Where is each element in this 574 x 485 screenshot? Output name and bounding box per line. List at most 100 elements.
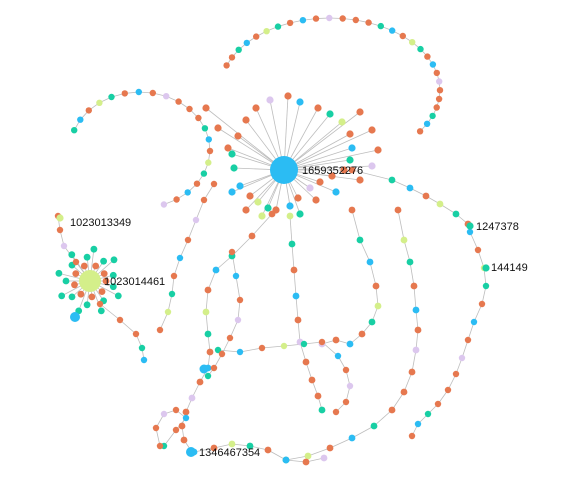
graph-node[interactable] [326,444,334,452]
graph-node[interactable] [312,196,320,204]
graph-node[interactable] [417,45,424,53]
graph-node[interactable] [340,166,348,174]
graph-node[interactable] [356,176,364,184]
graph-node[interactable] [205,136,212,143]
graph-node[interactable] [280,342,288,350]
graph-node[interactable] [243,39,250,47]
graph-node[interactable] [196,378,204,386]
graph-node[interactable] [200,170,208,177]
graph-node[interactable] [299,17,307,24]
node-144149[interactable] [482,264,490,272]
graph-node[interactable] [246,192,254,200]
graph-node[interactable] [96,99,103,107]
graph-node[interactable] [228,248,236,256]
graph-node[interactable] [444,386,452,394]
graph-node[interactable] [429,61,437,68]
graph-node[interactable] [172,426,180,434]
graph-node[interactable] [346,156,354,164]
graph-node[interactable] [282,456,290,464]
graph-node[interactable] [90,245,98,253]
graph-node[interactable] [175,98,182,105]
graph-node[interactable] [138,344,146,352]
graph-node[interactable] [97,307,105,315]
graph-node[interactable] [121,90,128,97]
graph-node[interactable] [234,132,242,140]
graph-node[interactable] [470,318,478,326]
graph-node[interactable] [172,406,180,414]
graph-node[interactable] [224,144,232,152]
graph-node[interactable] [342,398,350,406]
graph-node[interactable] [212,266,220,274]
graph-node[interactable] [236,348,244,356]
graph-node[interactable] [406,184,414,192]
graph-node[interactable] [346,130,354,138]
graph-node[interactable] [400,236,408,244]
graph-node[interactable] [206,348,214,356]
graph-node[interactable] [435,95,443,103]
graph-node[interactable] [210,444,218,452]
graph-node[interactable] [338,118,346,126]
graph-node[interactable] [452,370,460,378]
graph-node[interactable] [318,338,326,346]
graph-node[interactable] [332,336,340,344]
graph-node[interactable] [182,414,190,422]
graph-node[interactable] [204,286,212,294]
graph-node[interactable] [433,69,440,77]
graph-node[interactable] [274,23,282,30]
graph-node[interactable] [188,394,196,402]
graph-node[interactable] [436,200,444,208]
node-1023013349[interactable] [56,214,64,222]
graph-node[interactable] [228,54,236,61]
graph-node[interactable] [152,424,160,432]
graph-node[interactable] [388,176,396,184]
graph-node[interactable] [394,206,402,214]
graph-node[interactable] [400,388,408,396]
graph-node[interactable] [258,344,266,352]
graph-node[interactable] [374,302,382,310]
graph-node[interactable] [408,432,416,440]
graph-node[interactable] [72,258,80,266]
graph-node[interactable] [348,166,356,174]
graph-node[interactable] [416,128,424,135]
graph-node[interactable] [422,192,430,200]
graph-node[interactable] [254,198,262,206]
graph-node[interactable] [80,262,88,270]
graph-node[interactable] [474,246,482,254]
graph-node[interactable] [192,216,200,224]
graph-node[interactable] [100,270,108,277]
node-1346467354[interactable] [186,447,196,457]
node-cluster-blue[interactable] [70,312,80,322]
graph-node[interactable] [374,146,382,154]
graph-node[interactable] [318,406,326,414]
graph-node[interactable] [184,189,191,196]
graph-node[interactable] [429,112,436,120]
graph-node[interactable] [286,212,294,220]
graph-node[interactable] [56,226,64,234]
graph-node[interactable] [342,366,350,374]
graph-node[interactable] [478,300,486,308]
graph-node[interactable] [195,114,202,122]
graph-node[interactable] [114,292,122,300]
graph-node[interactable] [228,150,236,158]
graph-node[interactable] [170,272,178,280]
graph-node[interactable] [312,15,320,22]
graph-node[interactable] [452,210,460,218]
graph-node[interactable] [372,282,380,290]
graph-node[interactable] [205,159,212,166]
graph-node[interactable] [294,316,302,324]
graph-node[interactable] [109,283,117,291]
graph-node[interactable] [368,318,376,326]
graph-node[interactable] [302,358,310,366]
graph-node[interactable] [358,330,366,338]
graph-node[interactable] [236,182,244,190]
graph-node[interactable] [160,201,168,208]
graph-node[interactable] [202,104,210,112]
graph-node[interactable] [339,15,346,22]
graph-node[interactable] [294,194,302,202]
graph-node[interactable] [408,368,416,376]
graph-node[interactable] [210,180,218,188]
graph-node[interactable] [110,256,118,264]
graph-node[interactable] [230,164,238,172]
graph-node[interactable] [348,434,356,442]
graph-node[interactable] [116,316,124,324]
